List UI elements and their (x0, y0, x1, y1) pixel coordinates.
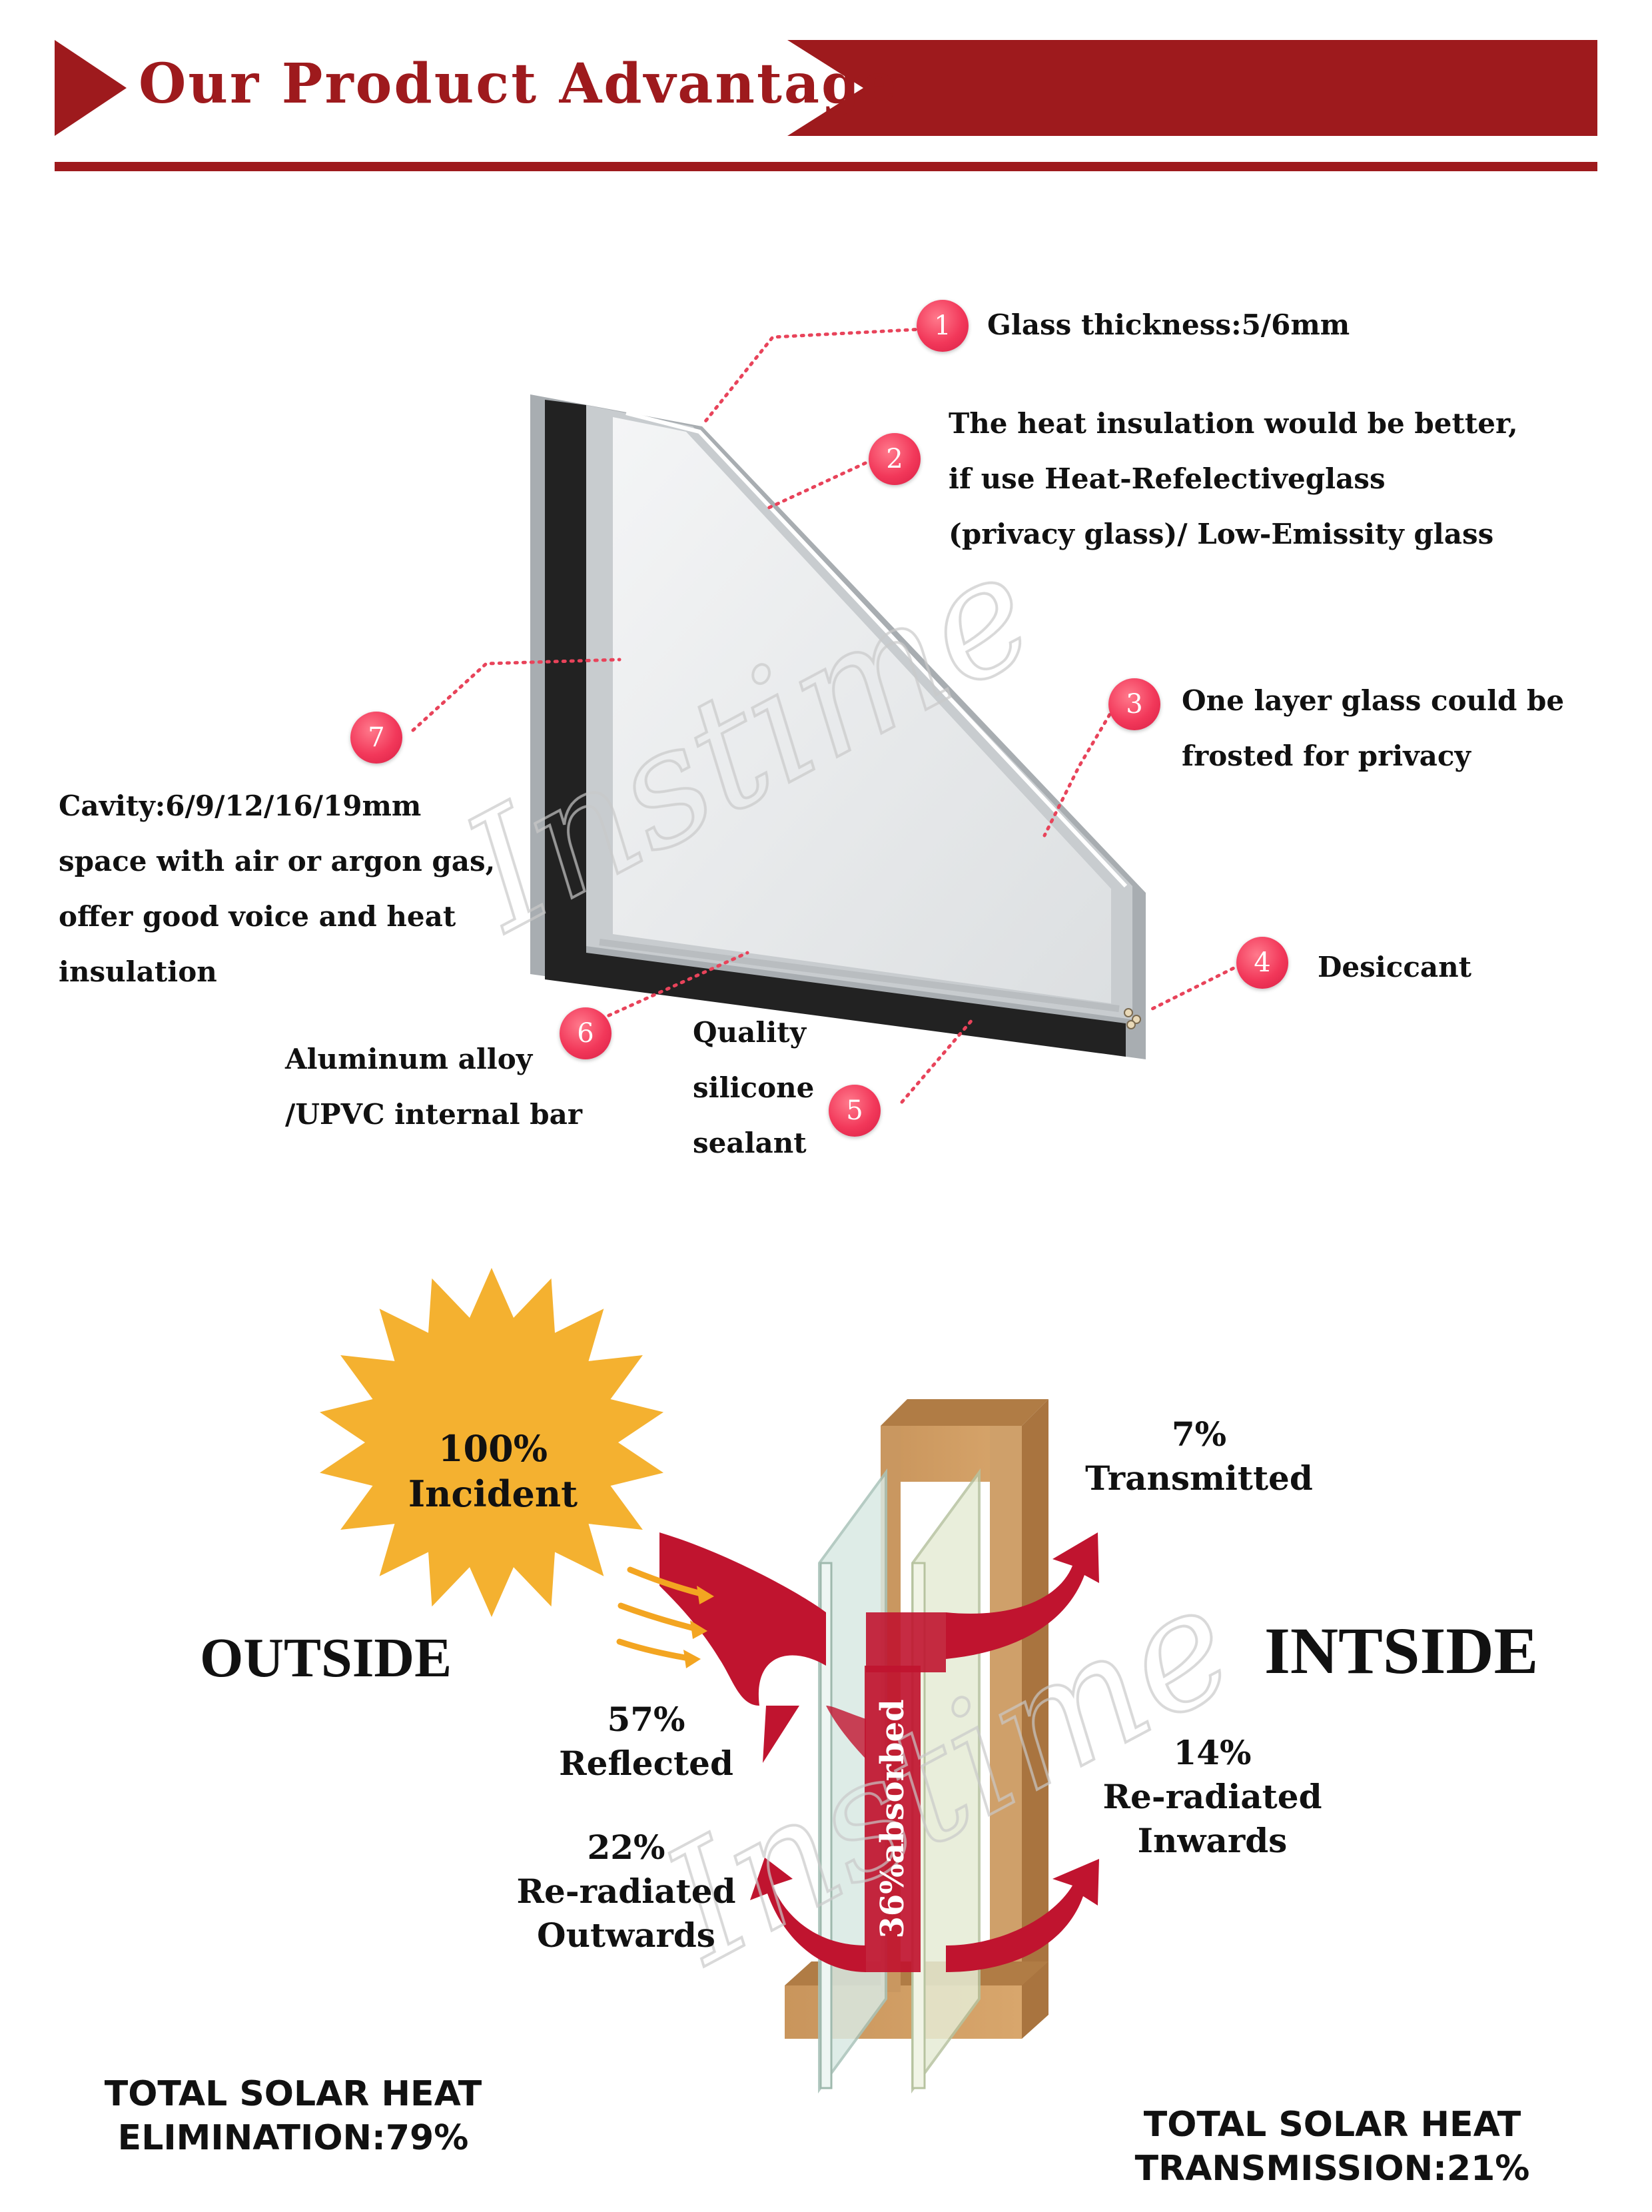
reflected-label: 57% Reflected (559, 1700, 733, 1783)
total-transmission-label: TOTAL SOLAR HEAT TRANSMISSION:21% (1134, 2105, 1530, 2189)
page-title: Our Product Advantage (139, 52, 899, 116)
callout-leaders (411, 327, 1242, 1104)
header-banner (55, 40, 1597, 171)
callout-badge-1: 1 (917, 300, 969, 352)
callout-label-1: Glass thickness:5/6mm (987, 308, 1350, 341)
sun-burst-icon (320, 1268, 663, 1617)
reradiated-inwards-label: 14% Re-radiated Inwards (1102, 1733, 1322, 1860)
incident-arrowheads (683, 1586, 714, 1668)
inside-label: INTSIDE (1264, 1614, 1539, 1688)
callout-label-7: Cavity:6/9/12/16/19mm space with air or … (59, 790, 496, 988)
callout-badge-3: 3 (1108, 678, 1160, 730)
incident-label: 100% Incident (408, 1427, 578, 1515)
outside-label: OUTSIDE (200, 1627, 452, 1689)
callout-badge-5: 5 (829, 1085, 881, 1137)
callout-badge-4: 4 (1236, 937, 1288, 989)
total-elimination-label: TOTAL SOLAR HEAT ELIMINATION:79% (104, 2074, 482, 2158)
callout-label-3: One layer glass could be frosted for pri… (1182, 684, 1565, 772)
callout-label-2: The heat insulation would be better, if … (949, 407, 1518, 550)
reradiated-outwards-label: 22% Re-radiated Outwards (516, 1828, 736, 1955)
callout-badge-2: 2 (869, 433, 921, 485)
absorbed-label: 36%absorbed (874, 1699, 911, 1939)
callout-label-4: Desiccant (1318, 951, 1472, 983)
glass-unit-illustration (530, 394, 1146, 1059)
callout-badge-7: 7 (350, 712, 402, 764)
callout-badge-6: 6 (560, 1007, 612, 1059)
transmitted-label: 7% Transmitted (1085, 1414, 1313, 1498)
callout-label-6: Aluminum alloy /UPVC internal bar (285, 1043, 582, 1131)
callout-label-5: Quality silicone sealant (693, 1016, 815, 1159)
